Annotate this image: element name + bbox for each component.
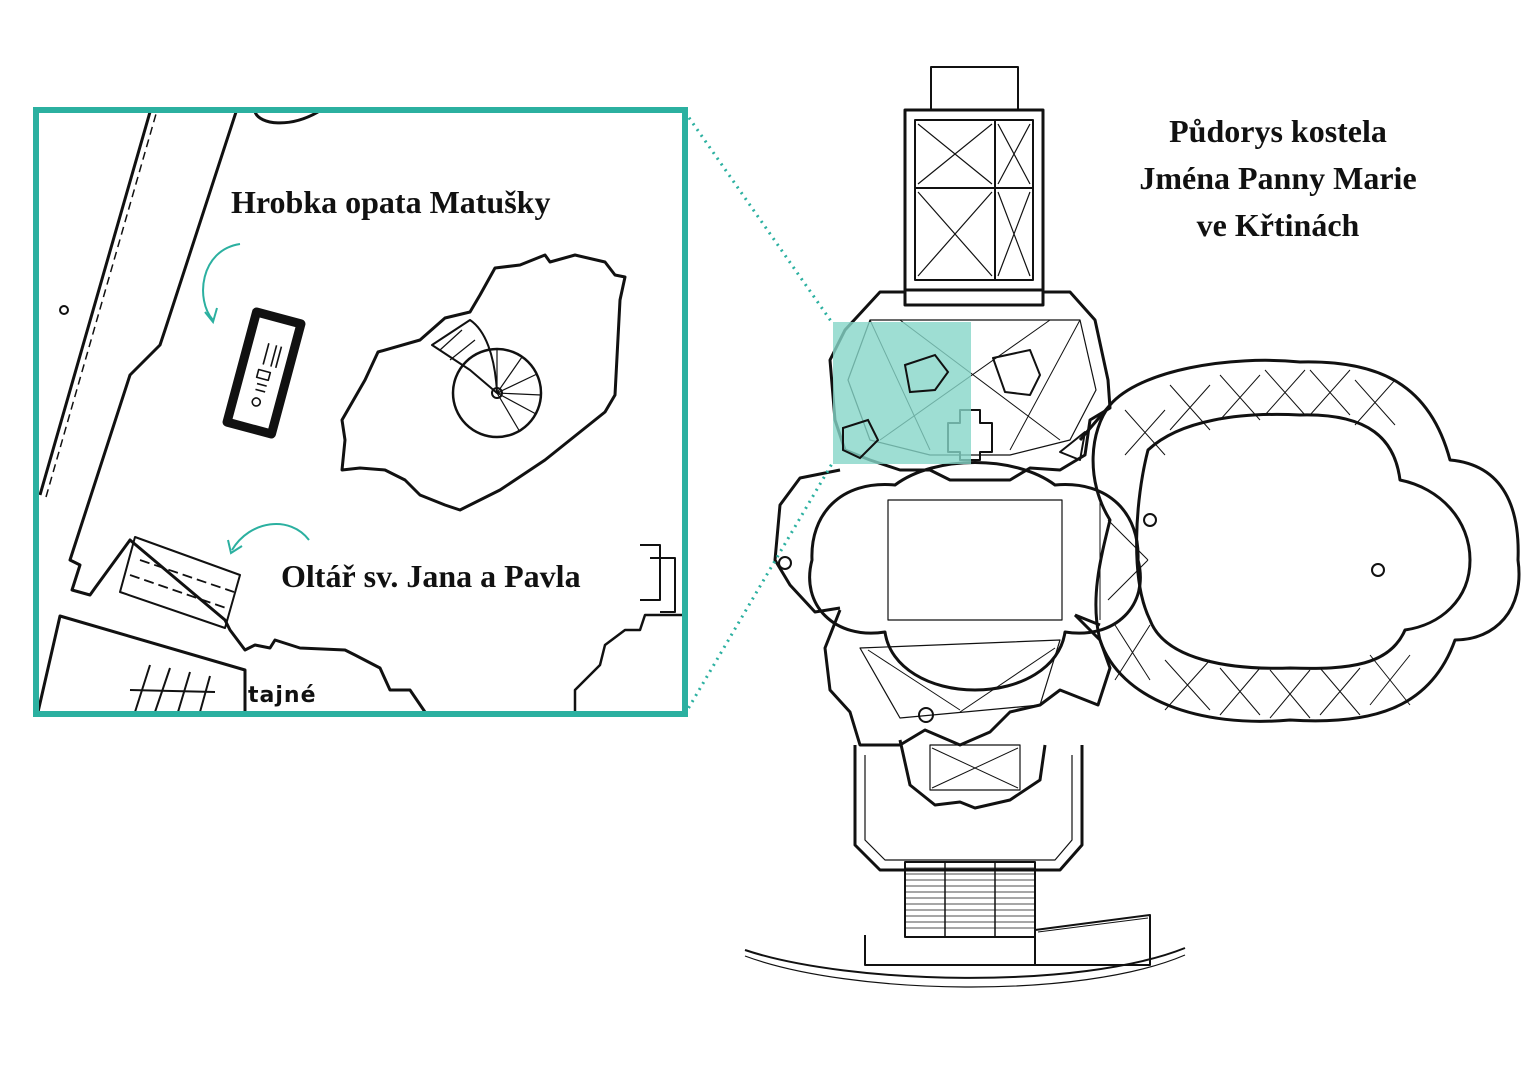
altar-label: Oltář sv. Jana a Pavla (281, 558, 581, 594)
curved-arrow-icon (202, 243, 241, 321)
title-line-3: ve Křtinách (1196, 207, 1360, 243)
inset-detail-drawing (38, 112, 683, 712)
highlight-region (833, 322, 971, 464)
curved-arrow-icon (227, 539, 243, 555)
title-line-2: Jména Panny Marie (1139, 160, 1417, 196)
tomb-label: Hrobka opata Matušky (231, 184, 551, 220)
curved-arrow-icon (231, 523, 310, 551)
curved-arrow-icon (204, 307, 218, 325)
connector-line-top (683, 111, 835, 325)
church-floor-plan (744, 66, 1521, 988)
plan-title: Půdorys kostela Jména Panny Marie ve Křt… (1098, 108, 1458, 249)
inset-frame (33, 107, 688, 717)
secret-label: tajné (248, 683, 317, 708)
title-line-1: Půdorys kostela (1169, 113, 1387, 149)
